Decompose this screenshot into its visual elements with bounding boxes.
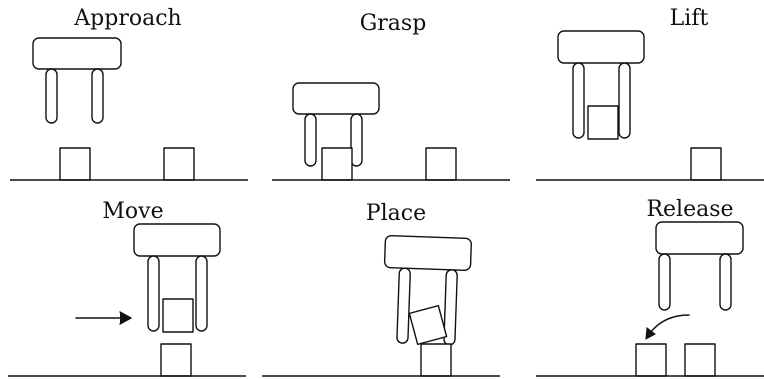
block-a-lifted bbox=[587, 105, 619, 140]
gripper-finger-left bbox=[147, 255, 160, 332]
gripper-body bbox=[557, 30, 645, 64]
panel-place: Place bbox=[262, 201, 500, 377]
block-b bbox=[160, 343, 192, 377]
panel-title-grasp: Grasp bbox=[360, 11, 427, 36]
block-a-tilted bbox=[408, 304, 448, 346]
panel-grasp: Grasp bbox=[272, 11, 510, 181]
block-b bbox=[420, 343, 452, 377]
gripper-body bbox=[383, 235, 472, 271]
gripper-tilted bbox=[383, 235, 472, 346]
panel-title-place: Place bbox=[366, 201, 426, 226]
gripper-finger-left bbox=[396, 267, 411, 344]
gripper bbox=[32, 37, 122, 124]
gripper-finger-left bbox=[45, 68, 58, 124]
gripper-finger-left bbox=[658, 253, 671, 311]
panel-lift: Lift bbox=[536, 6, 764, 181]
panel-move: Move bbox=[8, 199, 246, 377]
gripper-finger-right bbox=[350, 113, 363, 167]
panel-release: Release bbox=[536, 197, 764, 377]
block-a bbox=[59, 147, 91, 181]
gripper-finger-right bbox=[195, 255, 208, 332]
gripper-finger-right bbox=[91, 68, 104, 124]
block-a-carried bbox=[162, 298, 194, 333]
block-b bbox=[425, 147, 457, 181]
gripper bbox=[133, 223, 221, 332]
block-b bbox=[684, 343, 716, 377]
gripper-body bbox=[292, 82, 380, 115]
gripper-body bbox=[32, 37, 122, 70]
gripper bbox=[655, 221, 744, 311]
block-b bbox=[163, 147, 195, 181]
gripper bbox=[292, 82, 380, 167]
curved-arrow-icon bbox=[645, 314, 690, 340]
panel-approach: Approach bbox=[10, 6, 248, 181]
block-b bbox=[690, 147, 722, 181]
block-a bbox=[321, 147, 353, 181]
block-a-placed bbox=[635, 343, 667, 377]
gripper-finger-left bbox=[572, 62, 585, 139]
panel-title-move: Move bbox=[102, 199, 163, 224]
panel-title-approach: Approach bbox=[73, 6, 181, 31]
gripper bbox=[557, 30, 645, 139]
gripper-finger-left bbox=[304, 113, 317, 167]
gripper-body bbox=[133, 223, 221, 257]
gripper-finger-right bbox=[719, 253, 732, 311]
gripper-finger-right bbox=[618, 62, 631, 139]
arrow-right-icon bbox=[75, 311, 132, 325]
panel-title-lift: Lift bbox=[670, 6, 709, 31]
panel-title-release: Release bbox=[646, 197, 733, 222]
gripper-body bbox=[655, 221, 744, 255]
